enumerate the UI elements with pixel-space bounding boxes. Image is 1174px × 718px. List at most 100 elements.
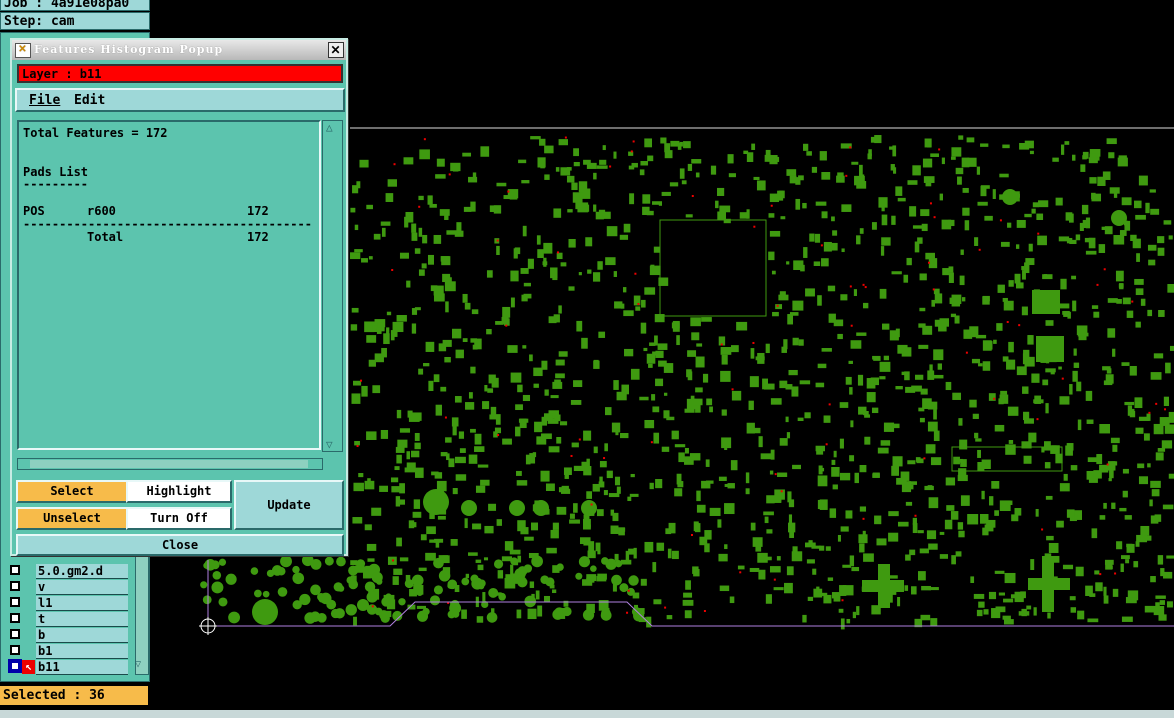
pcb-pad bbox=[667, 548, 672, 559]
pcb-pad bbox=[560, 262, 567, 267]
pcb-pad bbox=[919, 417, 925, 423]
menu-bar: File Edit bbox=[15, 88, 345, 112]
layer-name[interactable]: v bbox=[36, 580, 128, 595]
pcb-pad bbox=[851, 161, 859, 165]
pcb-pad bbox=[438, 555, 448, 561]
pcb-pad bbox=[957, 176, 962, 185]
layer-checkbox[interactable] bbox=[8, 659, 22, 673]
layer-row[interactable]: l1 bbox=[10, 596, 128, 611]
layer-checkbox[interactable] bbox=[10, 629, 20, 639]
pcb-pad bbox=[372, 325, 378, 330]
popup-titlebar[interactable]: ✕ Features Histogram Popup ✕ bbox=[12, 40, 346, 60]
layer-row[interactable]: t bbox=[10, 612, 128, 627]
layer-checkbox[interactable] bbox=[10, 597, 20, 607]
pcb-pad bbox=[1146, 413, 1151, 421]
highlight-button[interactable]: Highlight bbox=[126, 480, 232, 503]
pcb-pad bbox=[1032, 290, 1060, 314]
pcb-pad bbox=[883, 422, 895, 432]
layer-row[interactable]: ↖b11 bbox=[8, 659, 128, 675]
scroll-thumb[interactable] bbox=[30, 460, 308, 468]
pcb-pad bbox=[704, 530, 712, 540]
layer-name[interactable]: b11 bbox=[36, 660, 128, 675]
pcb-pad bbox=[544, 174, 550, 180]
pcb-pad bbox=[548, 410, 559, 419]
pcb-pad bbox=[633, 295, 641, 306]
pcb-pad bbox=[904, 371, 910, 381]
pcb-pad bbox=[669, 182, 679, 187]
pcb-pad bbox=[727, 483, 735, 489]
pcb-pad bbox=[380, 429, 389, 439]
pcb-pad bbox=[595, 542, 601, 552]
pcb-pad bbox=[509, 192, 518, 200]
pcb-pad bbox=[554, 379, 561, 387]
pcb-pad bbox=[646, 616, 652, 628]
pcb-pad bbox=[950, 313, 957, 318]
pcb-pad bbox=[550, 267, 558, 279]
select-button[interactable]: Select bbox=[16, 480, 128, 503]
layer-name[interactable]: t bbox=[36, 612, 128, 627]
scroll-down-icon[interactable]: ▽ bbox=[326, 438, 333, 451]
pcb-pad bbox=[845, 510, 853, 519]
pcb-pad bbox=[1089, 593, 1096, 597]
layer-checkbox[interactable] bbox=[10, 645, 20, 655]
close-button[interactable]: Close bbox=[16, 534, 344, 556]
layer-name[interactable]: b1 bbox=[36, 644, 128, 659]
layer-name[interactable]: l1 bbox=[36, 596, 128, 611]
pcb-pad bbox=[1059, 396, 1070, 405]
pcb-pad bbox=[433, 585, 443, 595]
total-features: Total Features = 172 bbox=[23, 126, 168, 140]
pcb-pad bbox=[1111, 502, 1116, 509]
pcb-pad bbox=[905, 554, 911, 561]
horizontal-scrollbar[interactable] bbox=[17, 458, 323, 470]
layer-row[interactable]: 5.0.gm2.d bbox=[10, 564, 128, 579]
scroll-down-icon[interactable]: ▽ bbox=[135, 659, 142, 670]
pcb-pad bbox=[779, 291, 786, 296]
layer-checkbox[interactable] bbox=[10, 581, 20, 591]
pcb-pad bbox=[517, 577, 528, 588]
unselect-button[interactable]: Unselect bbox=[16, 507, 128, 530]
layer-row[interactable]: v bbox=[10, 580, 128, 595]
turn-off-button[interactable]: Turn Off bbox=[126, 507, 232, 530]
layer-checkbox[interactable] bbox=[10, 565, 20, 575]
vertical-scrollbar[interactable]: △ ▽ bbox=[322, 120, 343, 452]
layer-row[interactable]: b bbox=[10, 628, 128, 643]
pcb-pad bbox=[1002, 189, 1018, 205]
pcb-pad bbox=[573, 148, 579, 157]
pcb-pad bbox=[414, 307, 421, 311]
layer-name[interactable]: 5.0.gm2.d bbox=[36, 564, 128, 579]
total-rule: ---------------------------------------- bbox=[23, 217, 312, 231]
report-text-area[interactable]: Total Features = 172 Pads List ---------… bbox=[17, 120, 321, 450]
menu-edit[interactable]: Edit bbox=[74, 93, 106, 108]
close-icon[interactable]: ✕ bbox=[328, 42, 344, 58]
pcb-pad bbox=[515, 404, 523, 411]
pcb-pad bbox=[676, 473, 682, 485]
pcb-pad bbox=[1167, 284, 1174, 293]
section-rule: --------- bbox=[23, 177, 89, 191]
pcb-pad bbox=[429, 595, 440, 606]
menu-file[interactable]: File bbox=[29, 93, 61, 108]
pcb-pad bbox=[817, 363, 827, 369]
update-button[interactable]: Update bbox=[234, 480, 344, 530]
pcb-pad bbox=[630, 368, 640, 380]
row-count: 172 bbox=[247, 204, 269, 218]
pcb-pad bbox=[392, 576, 399, 585]
layer-row[interactable]: b1 bbox=[10, 644, 128, 659]
pcb-pad bbox=[1161, 440, 1173, 449]
layer-bar: Layer : b11 bbox=[17, 64, 343, 83]
pcb-pad bbox=[1044, 462, 1051, 469]
layer-name[interactable]: b bbox=[36, 628, 128, 643]
layer-checkbox[interactable] bbox=[10, 613, 20, 623]
pcb-pad bbox=[334, 608, 345, 619]
scroll-up-icon[interactable]: △ bbox=[326, 121, 333, 134]
pcb-pad bbox=[1031, 208, 1036, 214]
pcb-pad bbox=[769, 193, 780, 203]
pcb-pad bbox=[874, 515, 882, 525]
pcb-pad bbox=[553, 314, 560, 323]
pcb-pad bbox=[280, 555, 292, 568]
pcb-pad bbox=[1091, 192, 1096, 200]
pcb-pad bbox=[510, 564, 514, 576]
pcb-pad bbox=[361, 258, 368, 263]
pcb-pad bbox=[937, 363, 942, 370]
pcb-pad bbox=[1000, 241, 1010, 247]
